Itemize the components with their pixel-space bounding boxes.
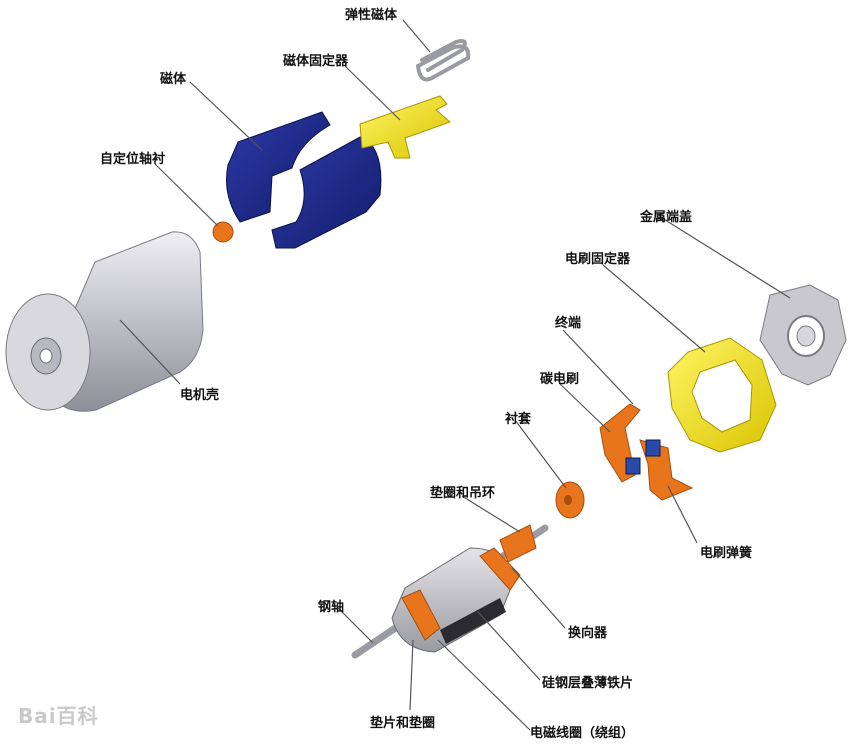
motor-housing-part	[5, 231, 204, 412]
label-shim-and-washer: 垫片和垫圈	[370, 716, 436, 731]
label-self-align-bushing: 自定位轴衬	[100, 152, 166, 167]
spring-magnet-part	[416, 39, 471, 82]
label-washer-and-ring: 垫圈和吊环	[430, 486, 496, 501]
baidu-watermark: Bai百科	[18, 704, 99, 728]
bushing-part	[555, 481, 585, 519]
rotor-part	[351, 524, 549, 659]
metal-end-cap-part	[759, 284, 847, 386]
brush-holder-part	[667, 337, 777, 453]
carbon-brush-part	[599, 403, 694, 501]
self-align-bushing-part	[212, 221, 234, 243]
label-brush-holder: 电刷固定器	[565, 252, 631, 267]
label-magnet-holder: 磁体固定器	[283, 54, 349, 69]
label-coil-winding: 电磁线圈（绕组）	[530, 726, 635, 741]
label-magnet: 磁体	[160, 72, 187, 87]
label-brush-spring: 电刷弹簧	[700, 546, 753, 561]
label-spring-magnet: 弹性磁体	[345, 8, 398, 23]
label-laminated-core: 硅钢层叠薄铁片	[542, 676, 634, 691]
label-carbon-brush: 碳电刷	[540, 372, 580, 387]
label-terminal: 终端	[555, 316, 582, 331]
leader-lines	[119, 19, 791, 731]
label-bushing: 衬套	[505, 412, 532, 427]
label-commutator: 换向器	[568, 626, 608, 641]
label-metal-end-cap: 金属端盖	[640, 210, 693, 225]
magnet-holder-part	[359, 95, 451, 159]
label-steel-shaft: 钢轴	[318, 600, 345, 615]
label-motor-housing: 电机壳	[180, 388, 220, 403]
magnet-part	[226, 111, 382, 249]
